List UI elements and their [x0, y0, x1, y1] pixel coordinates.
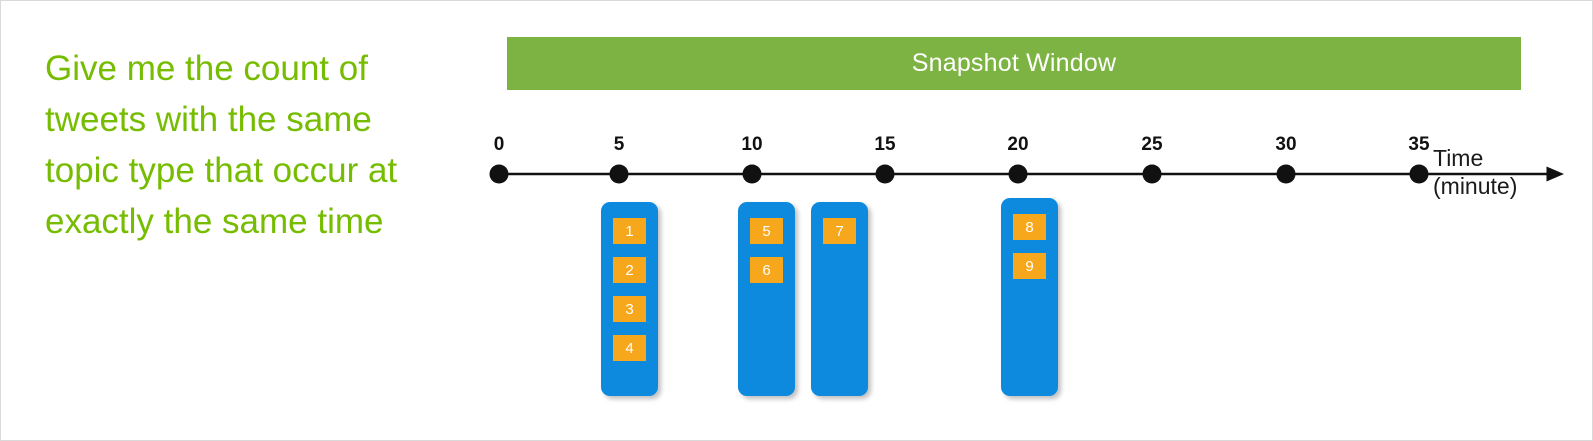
tick-label-25: 25 — [1141, 134, 1163, 155]
axis-caption-line-2: (minute) — [1433, 173, 1518, 199]
tick-label-5: 5 — [613, 134, 625, 155]
snapshot-window-label: Snapshot Window — [911, 49, 1117, 77]
tick-label-30: 30 — [1275, 134, 1297, 155]
event-tile[interactable]: 2 — [613, 257, 646, 283]
tick-dot — [742, 164, 762, 184]
event-tile[interactable]: 9 — [1013, 253, 1046, 279]
snapshot-window-banner: Snapshot Window — [507, 37, 1521, 90]
event-tile[interactable]: 6 — [750, 257, 783, 283]
tick-label-20: 20 — [1007, 134, 1029, 155]
axis-caption: Time (minute) — [1433, 144, 1553, 200]
prompt-text: Give me the count of tweets with the sam… — [45, 49, 407, 241]
event-tile[interactable]: 3 — [613, 296, 646, 322]
axis-tick-dots — [489, 164, 1429, 184]
tick-dot — [1409, 164, 1429, 184]
event-column-t5[interactable]: 1 2 3 4 — [601, 202, 658, 396]
event-tile[interactable]: 7 — [823, 218, 856, 244]
tick-dot — [1142, 164, 1162, 184]
tick-dot — [875, 164, 895, 184]
tick-label-35: 35 — [1408, 134, 1430, 155]
tick-label-0: 0 — [493, 134, 505, 155]
event-column-t12[interactable]: 7 — [811, 202, 868, 396]
tick-dot — [609, 164, 629, 184]
event-tile[interactable]: 1 — [613, 218, 646, 244]
tick-dot — [489, 164, 509, 184]
tick-dot — [1008, 164, 1028, 184]
tick-label-15: 15 — [874, 134, 896, 155]
tick-dot — [1276, 164, 1296, 184]
tick-label-10: 10 — [741, 134, 763, 155]
event-tile[interactable]: 5 — [750, 218, 783, 244]
event-tile[interactable]: 8 — [1013, 214, 1046, 240]
event-tile[interactable]: 4 — [613, 335, 646, 361]
axis-caption-line-1: Time — [1433, 145, 1484, 171]
